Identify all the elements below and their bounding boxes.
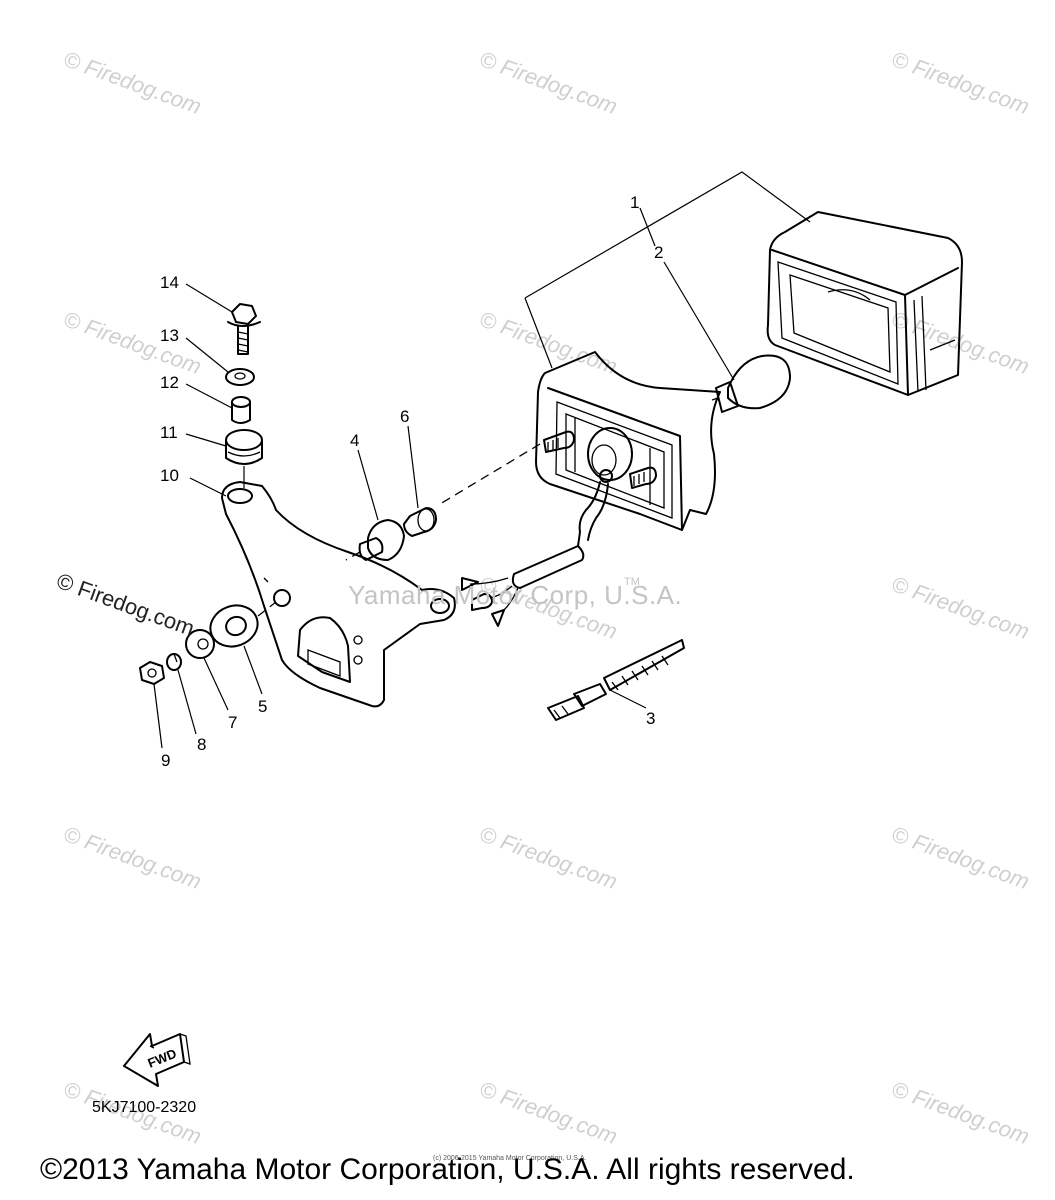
callout-8: 8 <box>197 735 206 754</box>
callout-2: 2 <box>654 243 663 262</box>
watermark: © Firedog.com <box>888 821 1032 894</box>
assembly-bracket-1 <box>524 171 811 369</box>
callout-4: 4 <box>350 431 359 450</box>
bulb <box>663 261 791 413</box>
callout-14: 14 <box>160 273 179 292</box>
hex-nut <box>139 661 165 685</box>
callout-1: 1 <box>630 193 639 212</box>
wire-harness <box>461 481 609 627</box>
fwd-arrow: FWD <box>123 1033 191 1087</box>
watermark: © Firedog.com <box>476 821 620 894</box>
watermark: © Firedog.com <box>60 821 204 894</box>
callout-13: 13 <box>160 326 179 345</box>
watermark: © Firedog.com <box>888 46 1032 119</box>
watermark: © Firedog.com <box>476 306 620 379</box>
assembly-line <box>439 443 541 505</box>
watermark: © Firedog.com <box>60 306 204 379</box>
copyright-notice: ©2013 Yamaha Motor Corporation, U.S.A. A… <box>40 1153 855 1186</box>
grommet <box>345 519 405 561</box>
callout-12: 12 <box>160 373 179 392</box>
watermark: © Firedog.com <box>60 46 204 119</box>
callout-10: 10 <box>160 466 179 485</box>
callout-7: 7 <box>228 713 237 732</box>
mounting-bracket <box>221 481 456 708</box>
watermark: © Firedog.com <box>888 571 1032 644</box>
watermark: © Firedog.com <box>888 1076 1032 1149</box>
callout-11: 11 <box>160 423 178 442</box>
leader-lines <box>153 283 647 749</box>
plain-washer <box>185 629 215 659</box>
brand-watermark: Yamaha Motor Corp, U.S.A. <box>348 580 683 610</box>
upper-mount-stack <box>225 303 263 488</box>
tail-lamp-housing <box>535 351 721 531</box>
cable-tie <box>547 639 685 721</box>
tail-lamp-lens <box>766 211 963 396</box>
callout-labels: 1 2 3 4 5 6 7 8 9 10 11 12 13 14 <box>160 193 663 770</box>
callout-6: 6 <box>400 407 409 426</box>
small-copyright: (c) 2006-2015 Yamaha Motor Corporation, … <box>433 1155 587 1162</box>
callout-9: 9 <box>161 751 170 770</box>
collar <box>403 507 437 537</box>
callout-5: 5 <box>258 697 267 716</box>
diagram-code: 5KJ7100-2320 <box>92 1099 197 1116</box>
spring-washer <box>166 653 182 671</box>
watermark: © Firedog.com <box>476 1076 620 1149</box>
trademark-mark: TM <box>624 576 640 588</box>
rubber-washer <box>209 601 277 648</box>
callout-3: 3 <box>646 709 655 728</box>
watermark: © Firedog.com <box>476 46 620 119</box>
